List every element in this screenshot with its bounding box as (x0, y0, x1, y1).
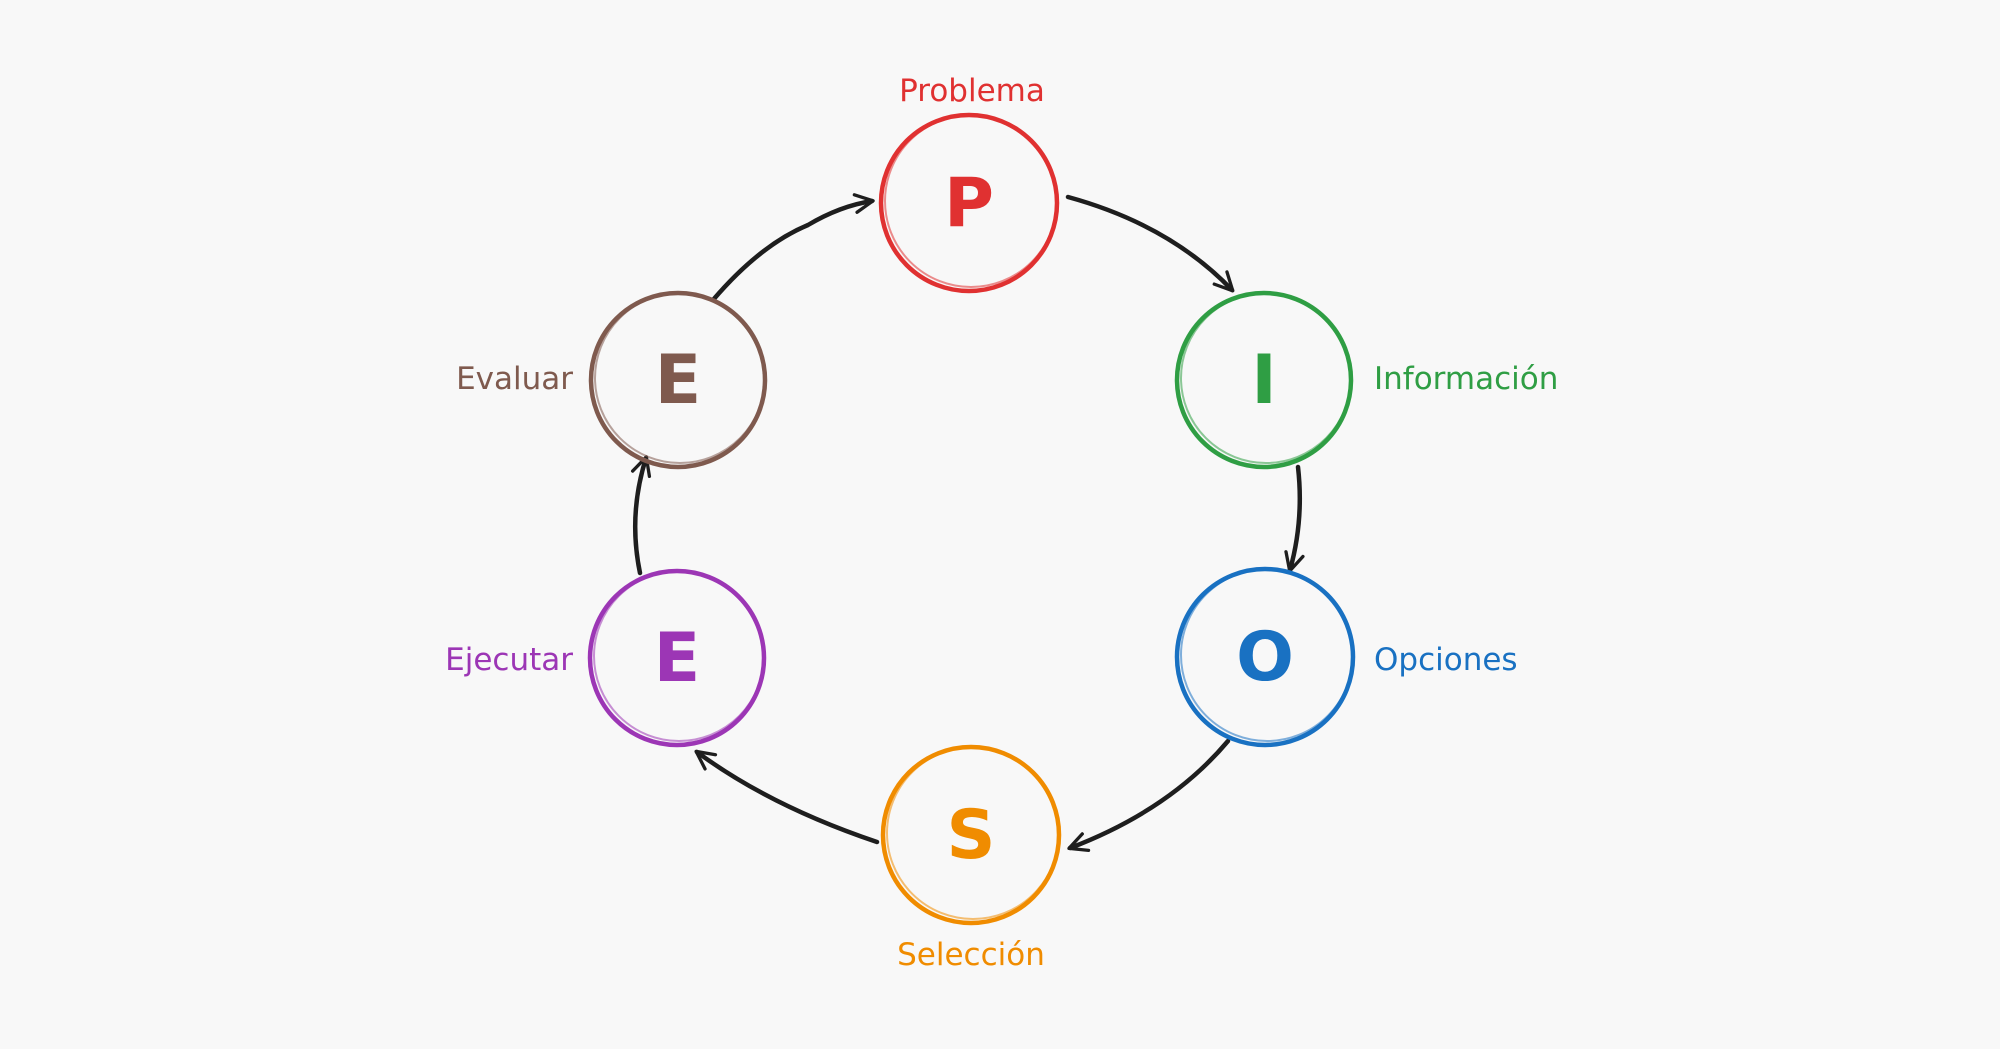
node-ejecutar-circle-sketch (593, 570, 765, 742)
arrow-evaluar-to-problema (710, 193, 875, 303)
node-problema-letter: P (944, 164, 994, 243)
node-informacion-label: Información (1374, 361, 1558, 397)
node-informacion-letter: I (1251, 341, 1276, 420)
node-problema-label: Problema (899, 73, 1045, 109)
node-opciones-label: Opciones (1374, 642, 1518, 678)
node-seleccion-letter: S (947, 796, 996, 875)
arrow-opciones-to-seleccion (1067, 738, 1231, 853)
node-opciones: O Opciones (1174, 566, 1518, 748)
node-evaluar-label: Evaluar (456, 361, 573, 397)
arrow-problema-to-informacion (1065, 194, 1235, 293)
node-informacion-circle-sketch (1180, 292, 1352, 464)
arrow-informacion-to-opciones (1284, 464, 1305, 573)
node-opciones-circle-sketch (1180, 568, 1354, 742)
node-evaluar-circle-sketch (594, 292, 766, 464)
edges (630, 193, 1305, 853)
arrow-seleccion-to-ejecutar (694, 749, 880, 845)
node-seleccion-label: Selección (897, 937, 1045, 973)
node-problema: P Problema (878, 73, 1060, 294)
node-seleccion: S Selección (880, 744, 1062, 973)
node-ejecutar-label: Ejecutar (445, 642, 573, 678)
node-opciones-letter: O (1236, 618, 1294, 697)
node-ejecutar: E Ejecutar (445, 568, 767, 748)
arrow-ejecutar-to-evaluar (630, 455, 652, 576)
node-ejecutar-letter: E (654, 619, 700, 698)
node-evaluar: E Evaluar (456, 290, 768, 470)
node-evaluar-letter: E (655, 341, 701, 420)
node-informacion: I Información (1174, 290, 1558, 470)
node-problema-circle-sketch (884, 114, 1058, 288)
node-seleccion-circle-sketch (886, 746, 1060, 920)
